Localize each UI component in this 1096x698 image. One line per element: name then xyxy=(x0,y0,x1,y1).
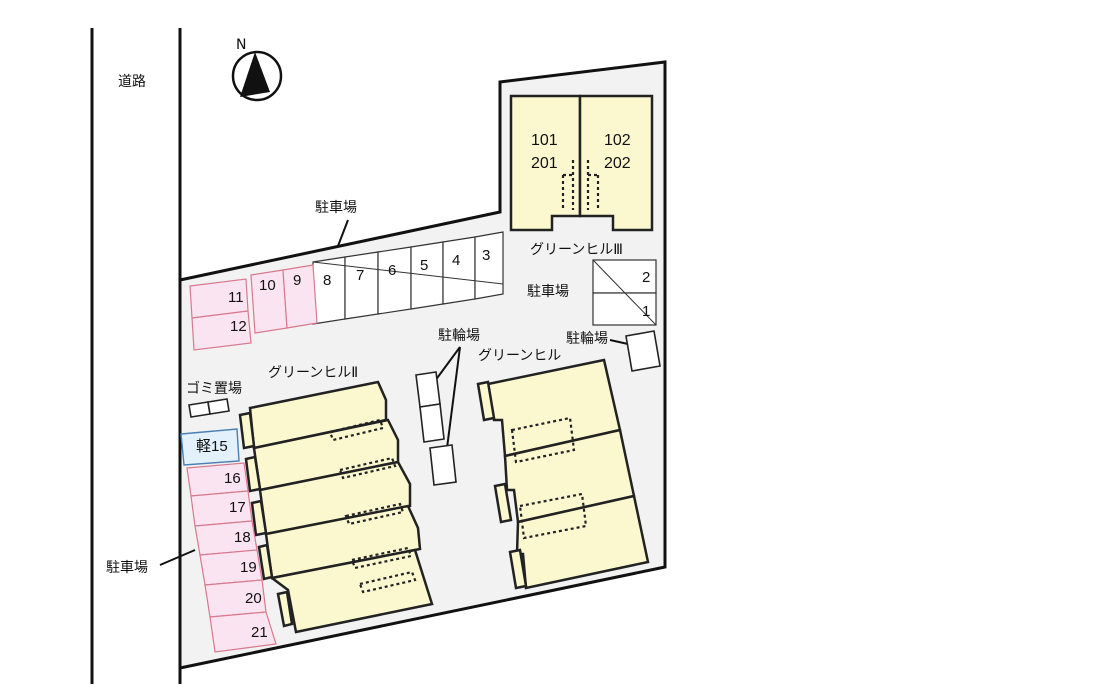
parking-space-6: 6 xyxy=(388,262,396,279)
parking-space-4: 4 xyxy=(452,252,460,269)
parking-space-9: 9 xyxy=(293,272,301,289)
parking-row-top: 8 7 6 5 4 3 xyxy=(312,231,504,325)
bike-parking-label-center: 駐輪場 xyxy=(438,327,480,344)
parking-row-pink-top: 10 9 xyxy=(250,264,318,334)
parking-left-column: 16 17 18 19 20 21 xyxy=(186,462,277,653)
bike-parking-label-right: 駐輪場 xyxy=(566,330,608,347)
parking-space-18: 18 xyxy=(234,529,251,546)
bike-shed-right xyxy=(625,330,661,372)
parking-leader-left xyxy=(159,549,196,566)
parking-space-11: 11 xyxy=(228,289,244,306)
parking-space-20: 20 xyxy=(245,590,262,607)
unit-101: 101 xyxy=(531,132,558,149)
parking-space-12: 12 xyxy=(230,318,247,335)
unit-202: 202 xyxy=(604,155,631,172)
parking-right: 2 1 xyxy=(592,259,657,326)
unit-201: 201 xyxy=(531,155,558,172)
parking-label-left: 駐車場 xyxy=(106,559,148,576)
parking-leader-top xyxy=(337,219,349,247)
building-green-hill-2 xyxy=(238,380,434,634)
garbage-label: ゴミ置場 xyxy=(186,380,242,397)
bike-leader-right xyxy=(609,339,629,345)
parking-space-19: 19 xyxy=(240,559,257,576)
unit-102: 102 xyxy=(604,132,631,149)
parking-label-top: 駐車場 xyxy=(315,199,357,216)
building-green-hill-3: 101 201 102 202 xyxy=(509,94,654,232)
road-label: 道路 xyxy=(118,74,146,90)
building-label-green-hill-3: グリーンヒルⅢ xyxy=(530,242,623,258)
parking-space-8: 8 xyxy=(323,272,331,289)
parking-space-7: 7 xyxy=(356,267,364,284)
parking-space-21: 21 xyxy=(251,624,268,641)
parking-space-16: 16 xyxy=(224,470,241,487)
building-green-hill xyxy=(476,358,650,590)
parking-space-5: 5 xyxy=(420,257,428,274)
parking-space-3: 3 xyxy=(482,247,490,264)
parking-space-kei-15 xyxy=(180,428,240,466)
bike-leader-center-b xyxy=(446,346,461,449)
parking-space-1: 1 xyxy=(642,303,650,320)
bike-shed-center xyxy=(415,371,457,486)
garbage-area xyxy=(188,398,230,418)
parking-left-top: 11 12 xyxy=(189,278,252,351)
compass-north-label: N xyxy=(236,37,246,53)
compass-icon: N xyxy=(231,37,283,102)
parking-space-2: 2 xyxy=(642,269,650,286)
building-label-green-hill: グリーンヒル xyxy=(478,348,561,364)
parking-space-kei-15-label: 軽15 xyxy=(196,438,228,455)
parking-space-10: 10 xyxy=(259,277,276,294)
parking-space-17: 17 xyxy=(229,499,246,516)
parking-label-right: 駐車場 xyxy=(527,283,569,300)
building-label-green-hill-2: グリーンヒルⅡ xyxy=(268,365,358,381)
